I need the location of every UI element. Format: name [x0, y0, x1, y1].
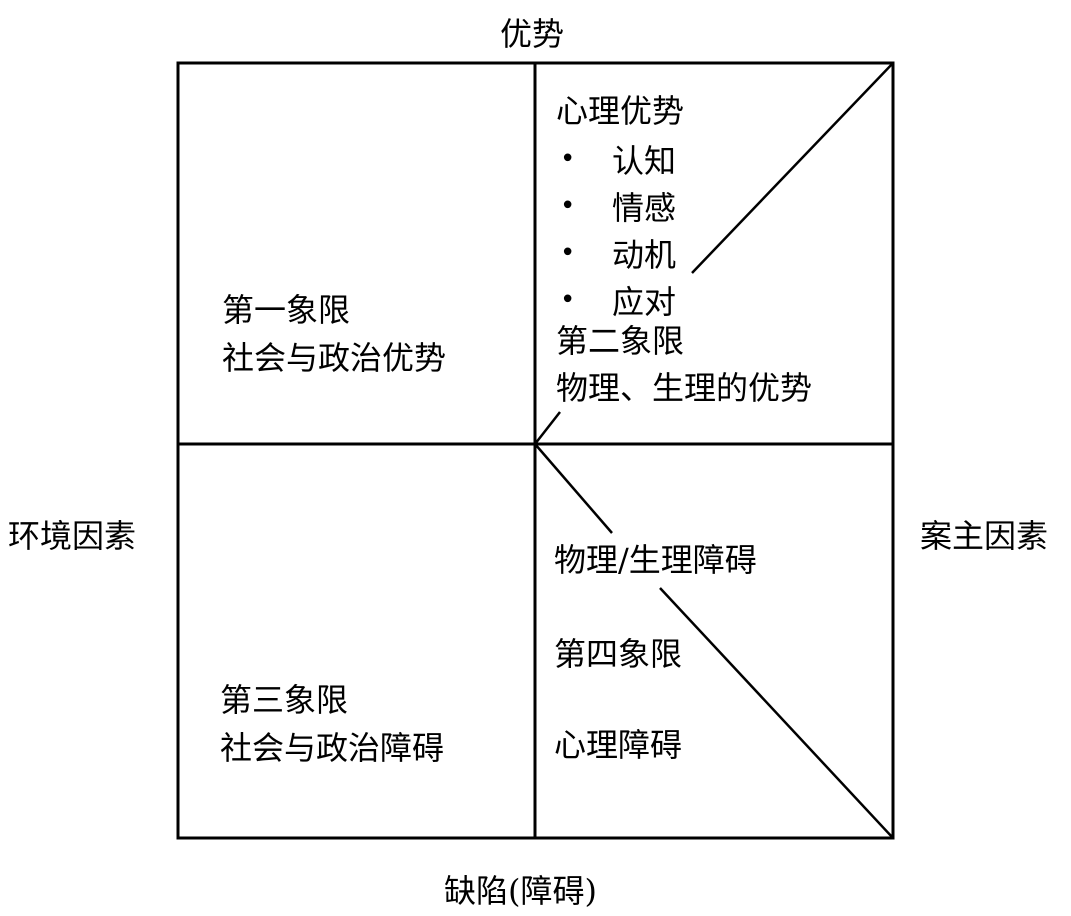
q4-title: 第四象限 — [554, 635, 683, 673]
bullet-coping: 应对 — [612, 282, 677, 321]
list-item: •应对 — [560, 276, 676, 323]
q1-title: 第一象限 — [222, 291, 351, 329]
q1-subtitle: 社会与政治优势 — [222, 339, 447, 377]
q4-diagonal-lower — [659, 587, 894, 839]
q2-heading: 心理优势 — [556, 92, 685, 130]
axis-right-label: 案主因素 — [920, 517, 1049, 555]
bullet-motivation: 动机 — [612, 235, 677, 274]
q4-diagonal-upper — [534, 443, 613, 534]
axis-top-label: 优势 — [500, 15, 565, 53]
q2-diagonal-lower — [534, 411, 561, 445]
q2-subtitle: 物理、生理的优势 — [556, 369, 813, 407]
axis-bottom-label: 缺陷(障碍) — [444, 872, 597, 910]
q2-diagonal-upper — [691, 62, 894, 274]
bullet-emotion: 情感 — [612, 188, 677, 227]
q2-bullet-list: •认知 •情感 •动机 •应对 — [560, 135, 676, 323]
q3-title: 第三象限 — [220, 681, 349, 719]
list-item: •动机 — [560, 229, 676, 276]
q2-title: 第二象限 — [556, 322, 685, 360]
q3-subtitle: 社会与政治障碍 — [220, 729, 445, 767]
q4-psychological-barrier: 心理障碍 — [554, 726, 683, 764]
list-item: •情感 — [560, 182, 676, 229]
axis-left-label: 环境因素 — [8, 517, 137, 555]
q4-physical-barrier: 物理/生理障碍 — [554, 541, 757, 579]
list-item: •认知 — [560, 135, 676, 182]
bullet-cognition: 认知 — [612, 141, 677, 180]
